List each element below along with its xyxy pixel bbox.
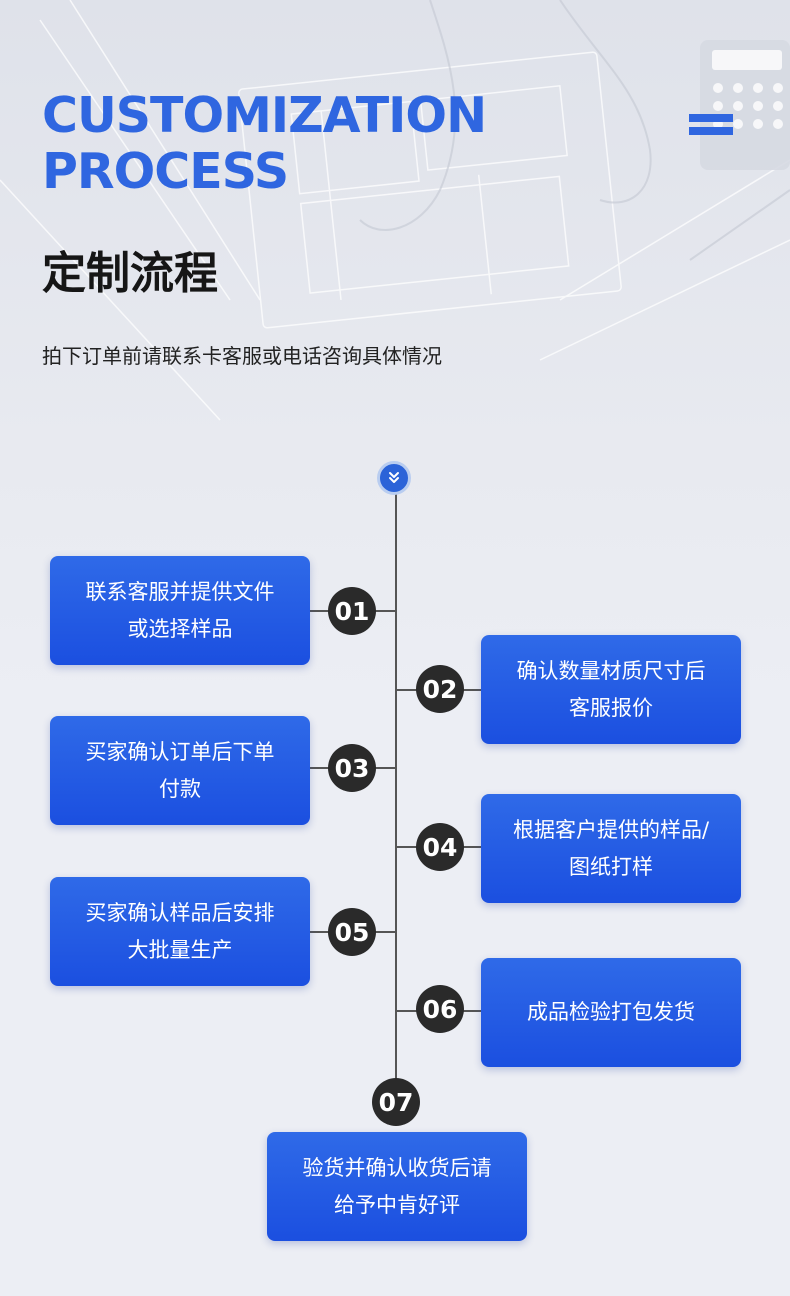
step-number-04: 04	[416, 823, 464, 871]
title-english-line1: CUSTOMIZATION	[42, 88, 486, 144]
step-card-04: 根据客户提供的样品/图纸打样	[481, 794, 741, 903]
title-chinese: 定制流程	[42, 244, 218, 304]
step-text: 买家确认订单后下单付款	[80, 734, 280, 808]
step-text: 成品检验打包发货	[511, 994, 711, 1031]
title-english: CUSTOMIZATION PROCESS	[42, 88, 486, 200]
step-text: 联系客服并提供文件或选择样品	[80, 574, 280, 648]
step-card-01: 联系客服并提供文件或选择样品	[50, 556, 310, 665]
double-chevron-down-icon	[377, 461, 411, 495]
step-number-03: 03	[328, 744, 376, 792]
step-text: 根据客户提供的样品/图纸打样	[511, 812, 711, 886]
step-card-02: 确认数量材质尺寸后客服报价	[481, 635, 741, 744]
step-card-06: 成品检验打包发货	[481, 958, 741, 1067]
step-number-01: 01	[328, 587, 376, 635]
step-card-05: 买家确认样品后安排大批量生产	[50, 877, 310, 986]
title-english-line2: PROCESS	[42, 144, 486, 200]
step-card-07: 验货并确认收货后请给予中肯好评	[267, 1132, 527, 1241]
step-text: 买家确认样品后安排大批量生产	[80, 895, 280, 969]
step-number-06: 06	[416, 985, 464, 1033]
step-card-03: 买家确认订单后下单付款	[50, 716, 310, 825]
subtitle: 拍下订单前请联系卡客服或电话咨询具体情况	[42, 338, 442, 374]
step-text: 确认数量材质尺寸后客服报价	[511, 653, 711, 727]
step-number-07: 07	[372, 1078, 420, 1126]
accent-bars	[689, 114, 733, 135]
step-text: 验货并确认收货后请给予中肯好评	[297, 1150, 497, 1224]
step-number-02: 02	[416, 665, 464, 713]
step-number-05: 05	[328, 908, 376, 956]
